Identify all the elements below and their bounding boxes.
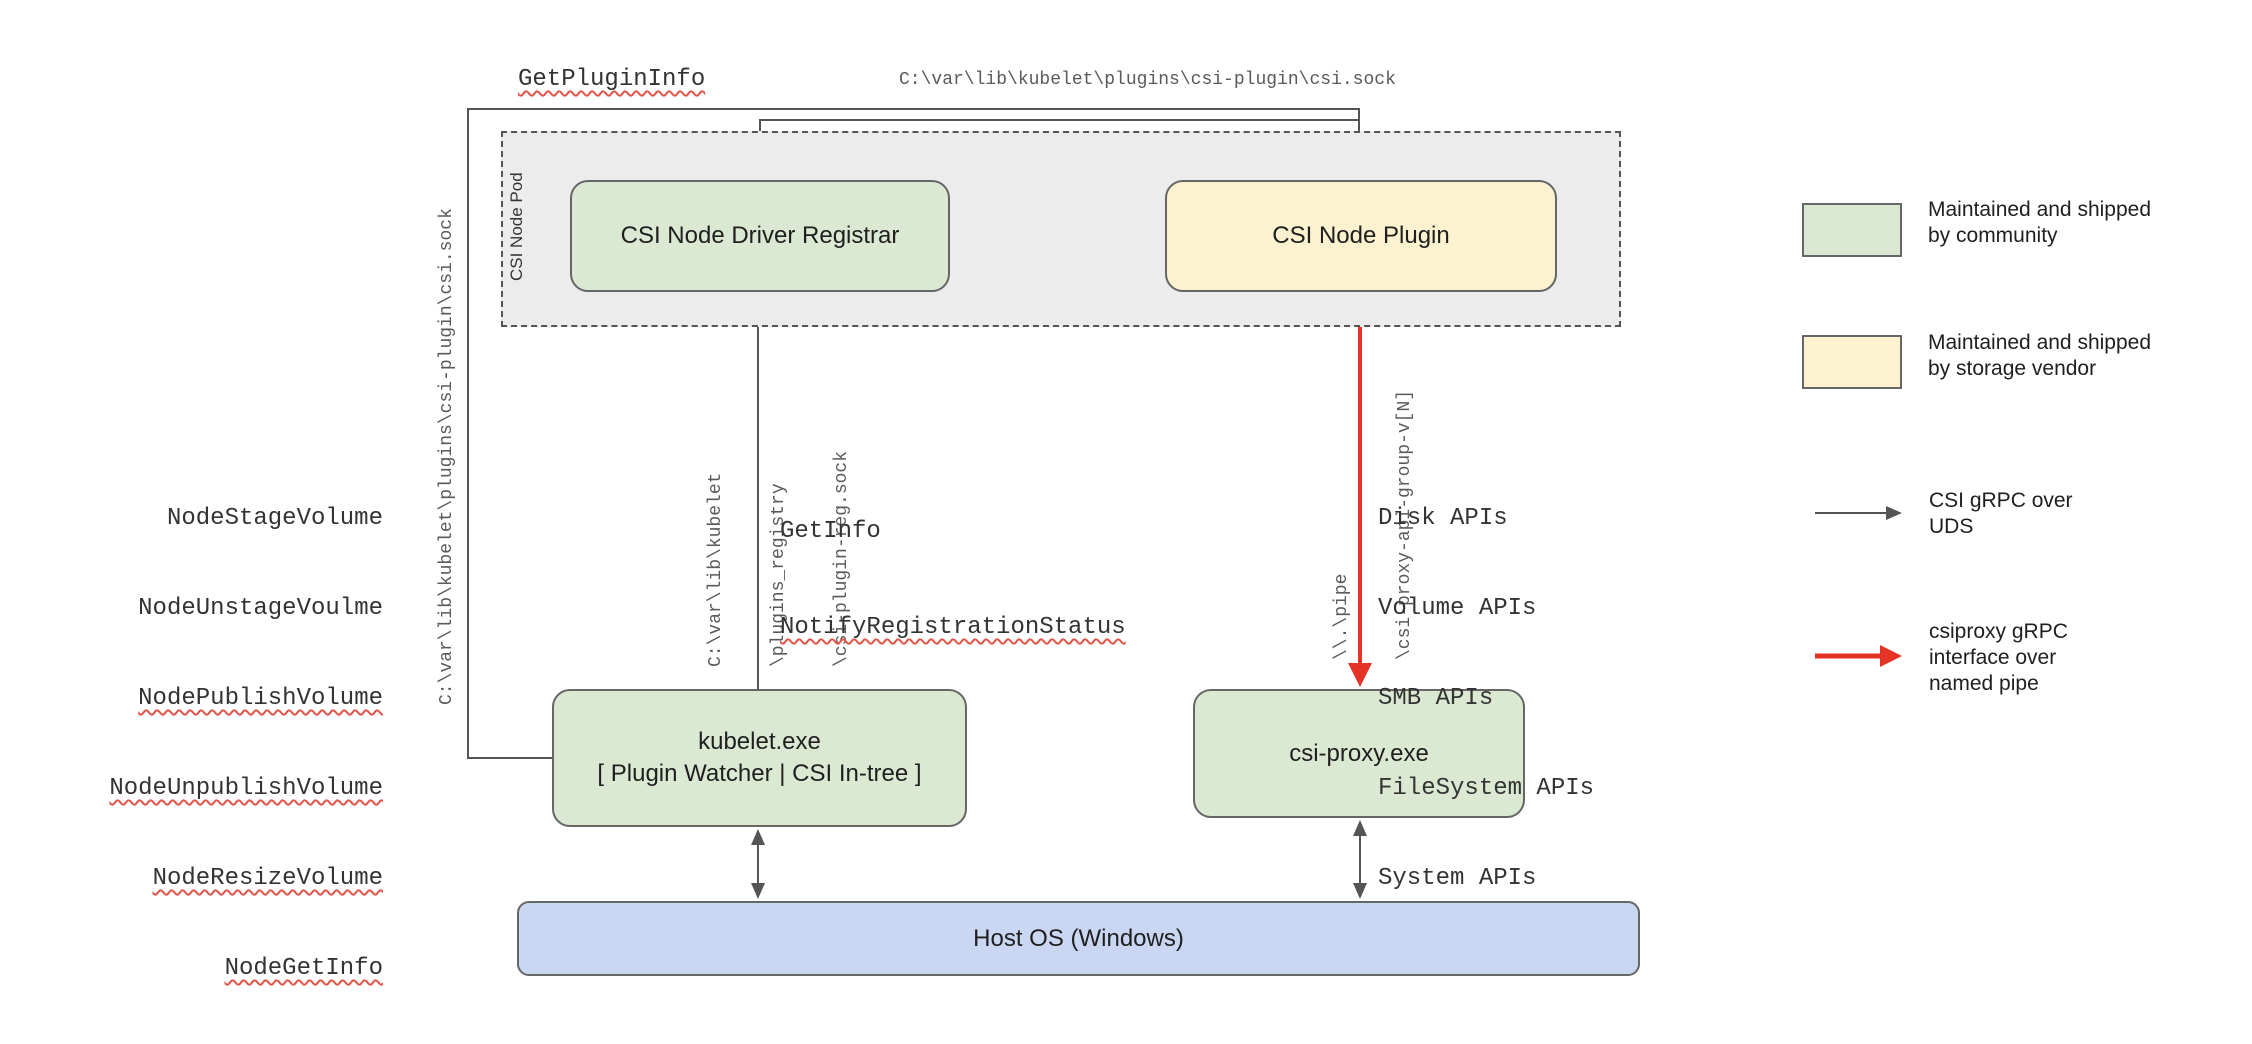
arrowhead-down-hostos-left <box>751 883 765 899</box>
registration-sock-path-line1: C:\var\lib\kubelet <box>706 472 726 667</box>
kubelet-box: kubelet.exe [ Plugin Watcher | CSI In-tr… <box>552 689 967 827</box>
legend-vendor-label: Maintained and shipped by storage vendor <box>1928 331 2152 380</box>
legend-community-swatch <box>1802 203 1902 257</box>
node-call: NodeUnstageVoulme <box>138 595 383 622</box>
legend-uds-label: CSI gRPC over UDS <box>1929 489 2073 538</box>
api-call: FileSystem APIs <box>1378 775 1595 802</box>
node-call: NodeStageVolume <box>166 505 383 532</box>
get-plugin-info-label: GetPluginInfo <box>518 66 706 93</box>
csi-node-driver-registrar-box: CSI Node Driver Registrar <box>570 180 950 292</box>
plugin-label: CSI Node Plugin <box>1272 222 1450 249</box>
kubelet-to-plugin-line <box>467 108 1360 759</box>
api-call: Volume APIs <box>1378 595 1537 622</box>
legend-uds-arrow-icon <box>1815 506 1902 520</box>
kubelet-label-line2: [ Plugin Watcher | CSI In-tree ] <box>597 760 922 787</box>
get-info-label: GetInfo <box>780 518 881 545</box>
red-arrowhead-into-csiproxy <box>1348 663 1372 687</box>
registrar-label: CSI Node Driver Registrar <box>620 222 900 249</box>
node-call: NodeGetInfo <box>224 955 383 982</box>
arrowhead-down-hostos-right <box>1353 883 1367 899</box>
top-csi-sock-path: C:\var\lib\kubelet\plugins\csi-plugin\cs… <box>899 70 1396 90</box>
named-pipe-path-line1: \\.\pipe <box>1332 573 1352 660</box>
csi-proxy-box: csi-proxy.exe <box>1193 689 1525 818</box>
arrowhead-up-kubelet <box>751 829 765 845</box>
legend-namedpipe-label: csiproxy gRPC interface over named pipe <box>1929 620 2068 695</box>
legend-community-label: Maintained and shipped by community <box>1928 198 2152 247</box>
csiproxy-api-list: Disk APIs Volume APIs SMB APIs FileSyste… <box>1378 444 1594 954</box>
notify-registration-status-label: NotifyRegistrationStatus <box>780 614 1126 641</box>
node-calls-list: NodeStageVolume NodeUnstageVoulme NodePu… <box>100 444 383 1044</box>
kubelet-label-line1: kubelet.exe <box>698 728 821 755</box>
api-call: System APIs <box>1378 865 1537 892</box>
legend-vendor-swatch <box>1802 335 1902 389</box>
host-os-box: Host OS (Windows) <box>517 901 1640 976</box>
api-call: SMB APIs <box>1378 685 1494 712</box>
csi-node-pod-label: CSI Node Pod <box>507 172 526 281</box>
arrowhead-up-csiproxy <box>1353 820 1367 836</box>
api-call: Disk APIs <box>1378 505 1508 532</box>
node-call: NodePublishVolume <box>138 685 383 712</box>
legend-namedpipe-arrow-icon <box>1815 645 1902 667</box>
csi-node-plugin-box: CSI Node Plugin <box>1165 180 1557 292</box>
node-call: NodeResizeVolume <box>152 865 383 892</box>
host-os-label: Host OS (Windows) <box>973 924 1184 952</box>
left-csi-sock-path: C:\var\lib\kubelet\plugins\csi-plugin\cs… <box>437 208 457 705</box>
node-call: NodeUnpublishVolume <box>109 775 383 802</box>
csi-proxy-label: csi-proxy.exe <box>1289 739 1429 767</box>
registration-calls: GetInfo NotifyRegistrationStatus <box>780 452 1126 708</box>
